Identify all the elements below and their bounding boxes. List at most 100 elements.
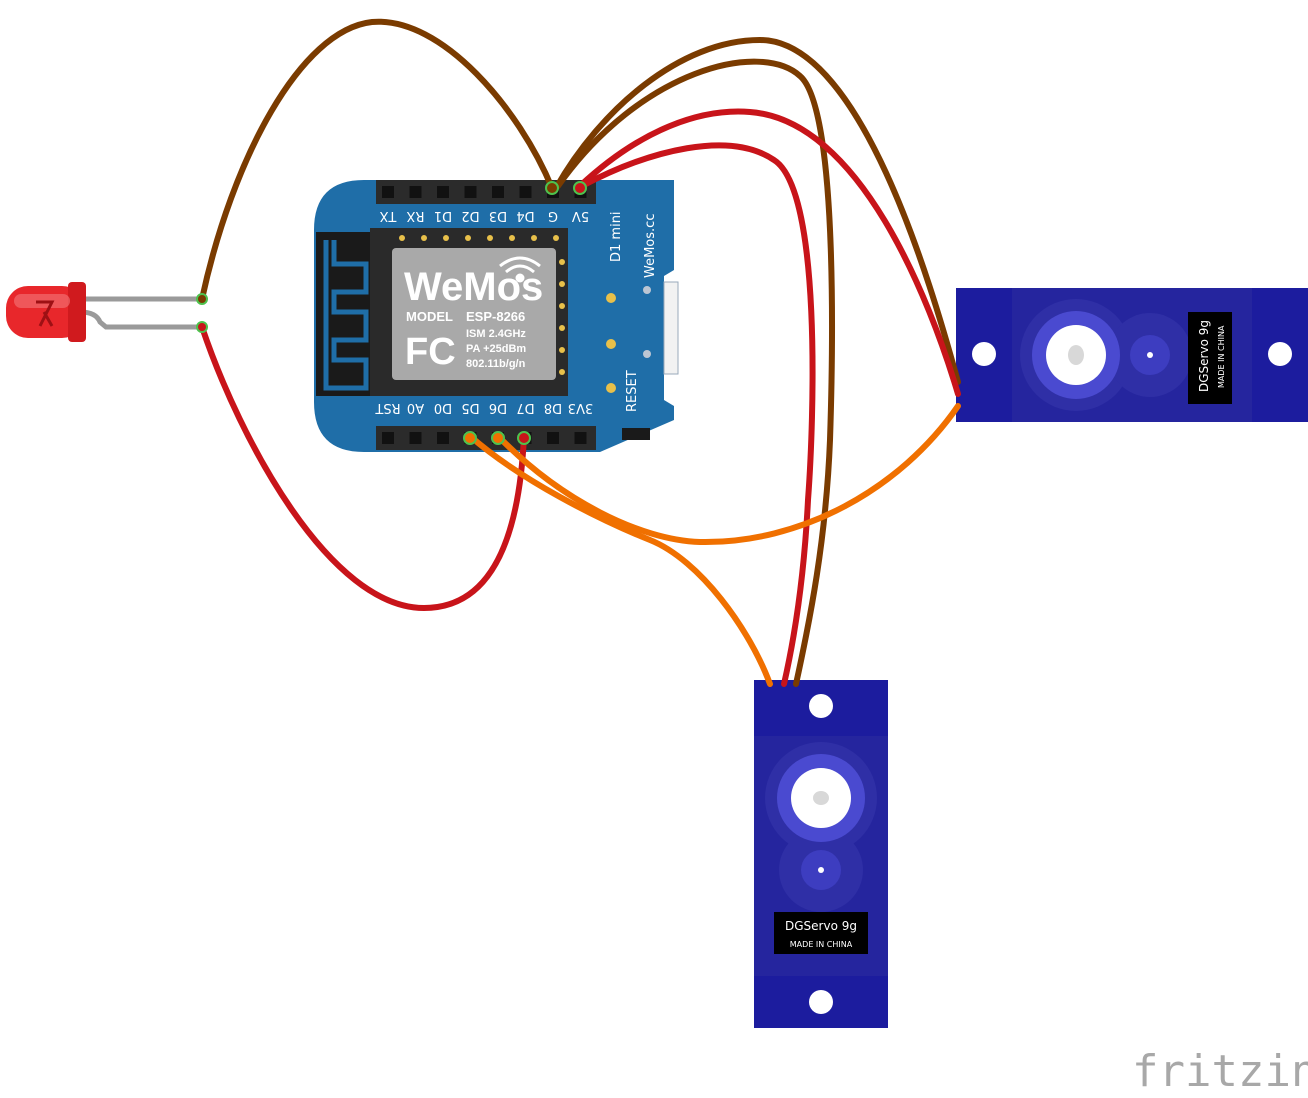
- wifi-icon: [499, 256, 541, 283]
- fritzing-watermark: fritzing: [1132, 1046, 1308, 1097]
- endpoint: [196, 293, 208, 305]
- top-pin-label-d4: D4: [516, 208, 534, 223]
- module-pads: [399, 235, 565, 375]
- bottom-pin-labels: RST A0 D0 D5 D6 D7 D8 3V3: [375, 400, 593, 415]
- module-pad: [559, 369, 565, 375]
- chip-spec-2: PA +25dBm: [466, 343, 526, 355]
- servo-right-gear-center: [1147, 352, 1153, 358]
- top-pin-label-5v: 5V: [572, 208, 589, 223]
- bottom-pins-pin-0[interactable]: [382, 432, 394, 444]
- servo-bottom-shaft: [813, 791, 829, 805]
- board-title: D1 mini: [609, 211, 624, 262]
- reset-button[interactable]: [622, 428, 650, 440]
- servo-right-mount-hole-left: [972, 342, 996, 366]
- led-die: [36, 300, 55, 327]
- endpoint: [196, 321, 208, 333]
- led-cathode-leg: [79, 309, 202, 330]
- chip-logo: WeMos: [404, 265, 543, 309]
- top-pin-label-g: G: [548, 208, 558, 223]
- top-pins-pin-3[interactable]: [464, 186, 477, 198]
- module-pad: [559, 303, 565, 309]
- endpoint-d7: [517, 431, 531, 445]
- bottom-pins-pin-6[interactable]: [547, 432, 559, 444]
- servo-right-label-plate: [1188, 312, 1232, 404]
- board-site: WeMos.cc: [643, 214, 658, 278]
- endpoint-g: [545, 181, 559, 195]
- via: [606, 293, 616, 303]
- servo-bottom-gear-center: [818, 867, 824, 873]
- chip-model-value: ESP-8266: [466, 309, 525, 324]
- module-pad: [559, 259, 565, 265]
- bottom-pin-label-3v3: 3V3: [568, 400, 593, 415]
- bottom-pin-label-d6: D6: [489, 400, 507, 415]
- wire-5v-servo-right[interactable]: [577, 108, 961, 397]
- module-pad: [421, 235, 427, 241]
- bottom-pins-pin-1[interactable]: [409, 432, 422, 444]
- servo-right-name: DGServo 9g: [1197, 320, 1211, 392]
- top-pins-pin-1[interactable]: [409, 186, 422, 198]
- servo-bottom-mount-hole-top: [809, 694, 833, 718]
- servo-bottom-mount-hole-bottom: [809, 990, 833, 1014]
- antenna-trace: [323, 240, 369, 391]
- module-pad: [531, 235, 537, 241]
- wire-d5-servo-bottom[interactable]: [467, 433, 773, 687]
- led[interactable]: [6, 282, 202, 342]
- top-pin-label-rx: RX: [406, 208, 424, 223]
- top-pin-label-d1: D1: [434, 208, 452, 223]
- bottom-pin-label-rst: RST: [375, 400, 400, 415]
- top-pins-pin-2[interactable]: [437, 186, 449, 198]
- wire-5v-servo-bottom[interactable]: [579, 142, 816, 687]
- module-pad: [399, 235, 405, 241]
- top-pins-pin-4[interactable]: [492, 186, 504, 198]
- servo-right-shaft: [1068, 345, 1084, 365]
- esp-shield: [392, 248, 556, 380]
- module-pad: [559, 325, 565, 331]
- via: [606, 383, 616, 393]
- servo-right-made-in: MADE IN CHINA: [1217, 325, 1226, 388]
- bottom-pin-label-d7: D7: [516, 400, 534, 415]
- endpoint-5v: [573, 181, 587, 195]
- module-pad: [559, 347, 565, 353]
- top-pins-pin-5[interactable]: [519, 186, 532, 198]
- servo-right[interactable]: DGServo 9g MADE IN CHINA: [956, 288, 1308, 422]
- bottom-pin-label-d5: D5: [461, 400, 479, 415]
- servo-bottom-label-plate: [774, 912, 868, 954]
- fcc-logo: FC: [405, 331, 456, 373]
- micro-usb-port[interactable]: [663, 281, 679, 375]
- servo-bottom-name: DGServo 9g: [785, 919, 857, 933]
- wires: [199, 18, 961, 687]
- wire-gnd-servo-right[interactable]: [553, 36, 961, 385]
- top-pin-label-d2: D2: [461, 208, 479, 223]
- endpoint-d5: [463, 431, 477, 445]
- module-pad: [487, 235, 493, 241]
- usb-mount: [643, 286, 651, 294]
- wire-led-d7[interactable]: [199, 324, 527, 612]
- module-pad: [443, 235, 449, 241]
- endpoint-d6: [491, 431, 505, 445]
- chip-model-label: MODEL: [406, 309, 453, 324]
- bottom-pin-label-d0: D0: [434, 400, 452, 415]
- bottom-pin-label-a0: A0: [407, 400, 424, 415]
- chip-spec-1: ISM 2.4GHz: [466, 328, 526, 340]
- top-pins-pin-0[interactable]: [382, 186, 394, 198]
- module-pad: [509, 235, 515, 241]
- servo-bottom[interactable]: DGServo 9g MADE IN CHINA: [754, 680, 888, 1028]
- wire-endpoints: [196, 181, 587, 445]
- bottom-pin-label-d8: D8: [544, 400, 562, 415]
- wire-d6-servo-right[interactable]: [495, 403, 961, 546]
- servo-right-mount-hole-right: [1268, 342, 1292, 366]
- via: [606, 339, 616, 349]
- bottom-pins-pin-2[interactable]: [437, 432, 449, 444]
- chip-spec-3: 802.11b/g/n: [466, 358, 526, 370]
- led-rim: [68, 282, 86, 342]
- bottom-pins-pin-7[interactable]: [574, 432, 587, 444]
- servo-bottom-made-in: MADE IN CHINA: [790, 940, 853, 949]
- wire-gnd-servo-bottom[interactable]: [555, 58, 835, 687]
- top-pin-label-tx: TX: [379, 208, 397, 223]
- usb-mount: [643, 350, 651, 358]
- reset-label: RESET: [625, 370, 640, 412]
- wire-led-gnd[interactable]: [199, 18, 555, 302]
